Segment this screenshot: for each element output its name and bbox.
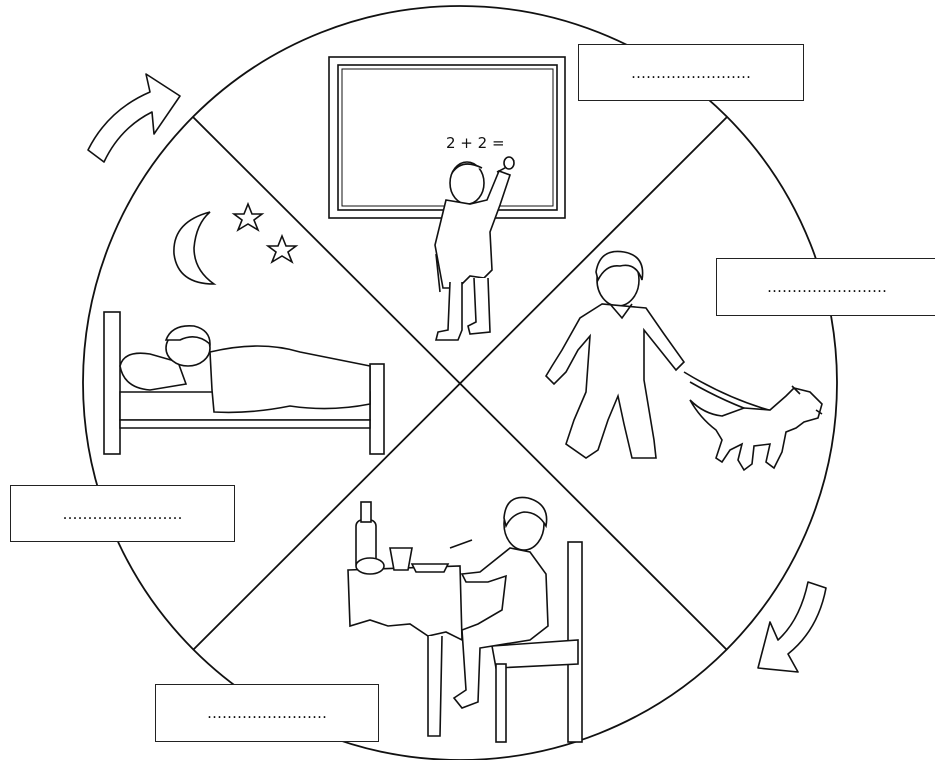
bottle-neck — [361, 502, 371, 522]
equation-text: 2 + 2 = — [446, 134, 505, 152]
sleeping-scene — [104, 204, 384, 454]
answer-placeholder-top: …………………… — [631, 64, 751, 82]
answer-box-left[interactable]: …………………… — [10, 485, 235, 542]
boy-walking — [546, 251, 684, 458]
dog — [690, 386, 822, 470]
table — [348, 566, 462, 640]
sleeping-child — [166, 326, 210, 366]
bowl — [412, 564, 448, 572]
answer-placeholder-right: …………………… — [767, 278, 887, 296]
star-icon-2 — [268, 236, 296, 262]
bread — [356, 558, 384, 574]
cup — [390, 548, 412, 570]
blanket — [210, 346, 370, 412]
cycle-arrow-bottom-right-icon — [758, 582, 826, 672]
cycle-arrow-top-left-icon — [88, 74, 180, 162]
answer-box-bottom[interactable]: …………………… — [155, 684, 379, 742]
answer-box-top[interactable]: …………………… — [578, 44, 804, 101]
eating-scene — [348, 497, 582, 742]
answer-placeholder-left: …………………… — [63, 505, 183, 523]
star-icon-1 — [234, 204, 262, 230]
answer-placeholder-bottom: …………………… — [207, 704, 327, 722]
moon-icon — [174, 212, 214, 284]
answer-box-right[interactable]: …………………… — [716, 258, 935, 316]
school-scene: 2 + 2 = — [329, 57, 565, 340]
